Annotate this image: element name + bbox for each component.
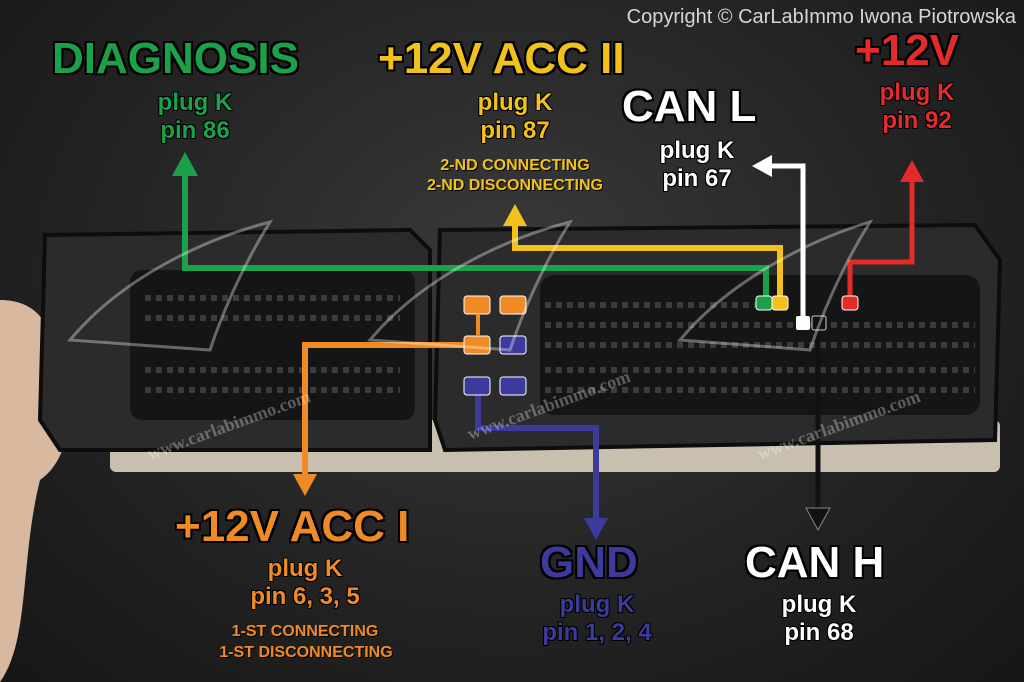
plus12-title: +12V — [854, 26, 960, 75]
gnd-title: GND — [539, 538, 639, 587]
acc1-pin-1 — [463, 295, 491, 315]
plus12-pin — [841, 295, 859, 311]
gnd-pin-2 — [463, 376, 491, 396]
canl-pin — [796, 316, 810, 330]
copyright-text: Copyright © CarLabImmo Iwona Piotrowska — [626, 6, 1016, 28]
gnd-plug: plug K — [559, 591, 635, 618]
acc1-pin-label: pin 6, 3, 5 — [250, 583, 360, 610]
acc2-pin-label: pin 87 — [480, 117, 550, 144]
diagnosis-title: DIAGNOSIS — [51, 34, 300, 83]
acc1-arrow — [293, 474, 317, 496]
canh-arrow — [805, 507, 831, 532]
acc1-pin-2 — [499, 295, 527, 315]
gnd-wire — [475, 390, 599, 520]
acc2-title: +12V ACC II — [377, 34, 626, 83]
acc2-pin — [771, 295, 789, 311]
gnd-arrow — [584, 518, 608, 540]
pin-rows — [145, 295, 975, 393]
canl-title: CAN L — [621, 82, 757, 131]
canl-pin-label: pin 67 — [662, 165, 732, 192]
acc1-note-2: 1-ST DISCONNECTING — [219, 644, 393, 661]
acc2-wire — [512, 222, 783, 300]
acc1-wire — [302, 342, 478, 475]
acc2-arrow — [503, 204, 527, 226]
diagnosis-wire — [182, 172, 769, 300]
acc1-plug: plug K — [267, 555, 343, 582]
canl-wire — [770, 163, 806, 320]
canh-pin-label: pin 68 — [784, 619, 854, 646]
acc2-note-2: 2-ND DISCONNECTING — [426, 177, 603, 194]
acc2-plug: plug K — [477, 89, 553, 116]
canh-title: CAN H — [744, 538, 885, 587]
diagnosis-arrow — [172, 152, 198, 176]
acc2-note-1: 2-ND CONNECTING — [440, 157, 590, 174]
acc1-note-1: 1-ST CONNECTING — [231, 623, 379, 640]
canl-plug: plug K — [659, 137, 735, 164]
acc1-title: +12V ACC I — [174, 502, 410, 551]
canh-pin — [811, 315, 827, 331]
plus12-pin-label: pin 92 — [882, 107, 952, 134]
plus12-wire — [847, 180, 915, 300]
diagnosis-pin-label: pin 86 — [160, 117, 230, 144]
plus12-plug: plug K — [879, 79, 955, 106]
gnd-pin-1 — [499, 335, 527, 355]
logo-watermark — [66, 219, 874, 352]
canl-arrow — [752, 155, 772, 177]
gnd-pin-3 — [499, 376, 527, 396]
gnd-pin-label: pin 1, 2, 4 — [542, 619, 652, 646]
diagnosis-pin — [755, 295, 773, 311]
acc1-pin-3 — [463, 335, 491, 355]
connector-left-socket — [130, 270, 415, 420]
plus12-arrow — [900, 160, 924, 182]
canh-plug: plug K — [781, 591, 857, 618]
diagnosis-plug: plug K — [157, 89, 233, 116]
